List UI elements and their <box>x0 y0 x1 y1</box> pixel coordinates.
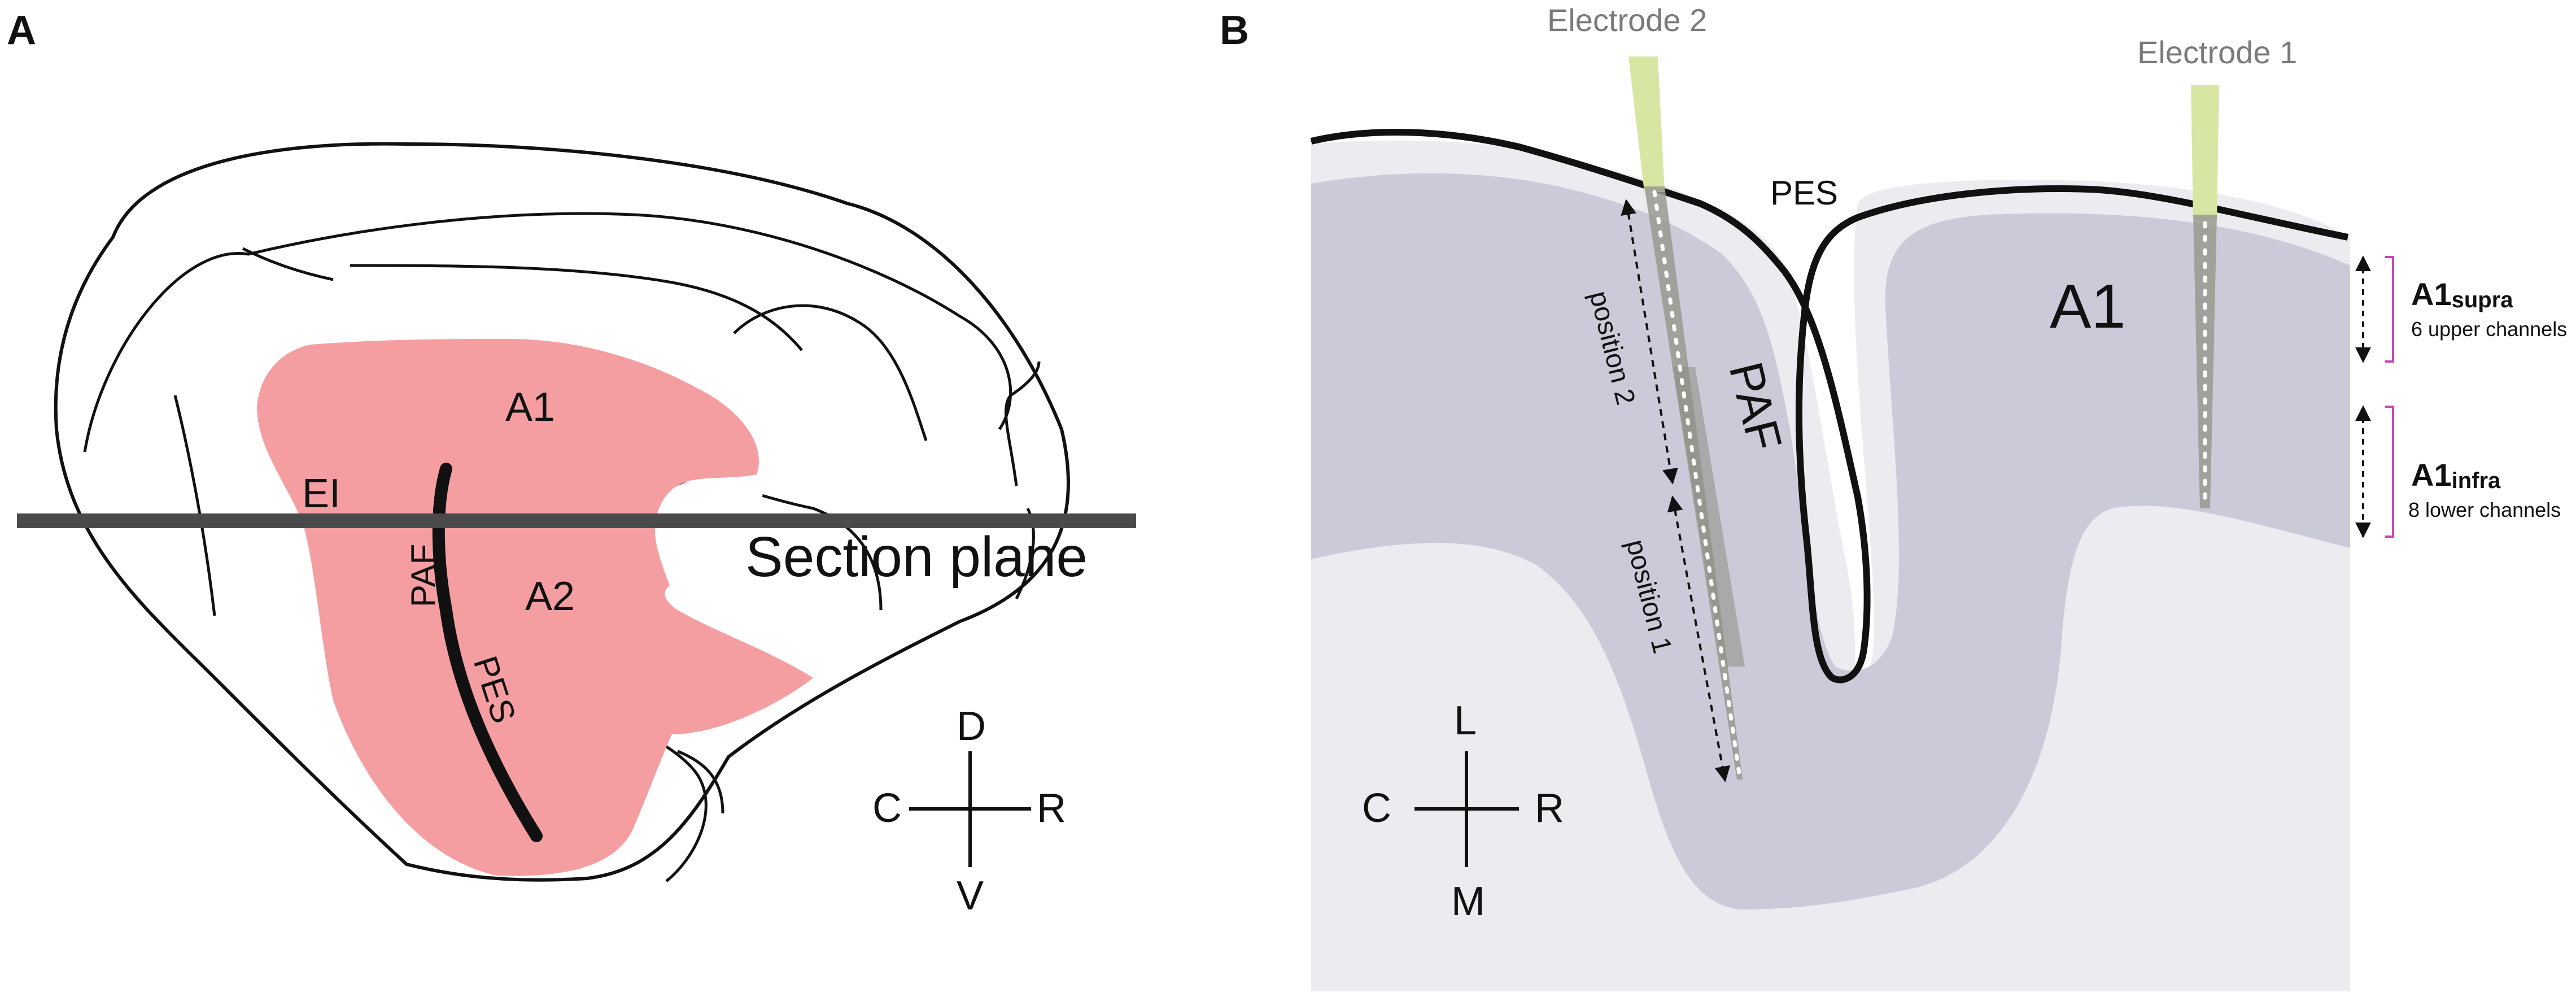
panel-a-letter: A <box>7 8 36 53</box>
sulcus-lower-left <box>173 395 216 616</box>
electrode-1: Electrode 1 <box>2137 34 2297 508</box>
label-a1-infra: A1infra <box>2411 457 2501 493</box>
electrode-2-tip-holder <box>1628 56 1665 192</box>
auditory-cortex-region <box>257 339 813 876</box>
label-paf-panel-a: PAF <box>404 544 442 607</box>
sulcus-upper-long <box>83 212 1012 452</box>
electrode-1-tip-holder <box>2191 85 2219 220</box>
label-supra-channels: 6 upper channels <box>2411 317 2567 341</box>
compass-a-left-label: C <box>872 786 902 831</box>
region-notch <box>655 477 763 610</box>
label-pes-panel-b: PES <box>1770 174 1838 212</box>
brain-outline <box>54 142 1070 882</box>
sulcus-bottom-hook <box>677 750 724 814</box>
label-a1-panel-a: A1 <box>505 385 555 430</box>
position-2-arrow <box>1621 199 1678 485</box>
label-a1-panel-b: A1 <box>2050 272 2126 341</box>
a1-infra-sub: infra <box>2452 468 2501 493</box>
compass-b-top-label: L <box>1454 698 1477 743</box>
a1-infra-main: A1 <box>2411 457 2452 493</box>
label-infra-channels: 8 lower channels <box>2408 498 2561 521</box>
sulcus-middle <box>242 247 803 351</box>
compass-a-right-label: R <box>1037 786 1066 831</box>
infra-bracket <box>2385 406 2394 538</box>
a1-supra-sub: supra <box>2452 288 2514 312</box>
label-a1-supra: A1supra <box>2411 276 2513 312</box>
label-section-plane: Section plane <box>745 525 1088 589</box>
sulci <box>83 212 1041 882</box>
supra-bracket <box>2385 256 2394 363</box>
panel-b: B Electrode 2 Electrode 1 position 2 pos… <box>1220 2 2567 991</box>
compass-b-bottom-label: M <box>1451 879 1485 924</box>
label-a2: A2 <box>525 574 575 619</box>
a1-supra-main: A1 <box>2411 276 2452 312</box>
compass-panel-a: D V C R <box>872 704 1066 918</box>
sulcus-mid-arc <box>733 304 928 441</box>
panel-b-letter: B <box>1220 8 1249 53</box>
compass-b-right-label: R <box>1535 786 1564 831</box>
sulcus-top-branch <box>1004 361 1041 486</box>
annotation-infra: A1infra 8 lower channels <box>2355 405 2561 538</box>
label-electrode-1: Electrode 1 <box>2137 34 2297 70</box>
panel-a: A EI A1 A2 PAF PES Section plane <box>7 8 1136 918</box>
annotation-supra: A1supra 6 upper channels <box>2355 255 2567 363</box>
label-ei: EI <box>302 471 340 516</box>
compass-panel-b: L M C R <box>1362 698 1564 924</box>
label-electrode-2: Electrode 2 <box>1547 2 1707 38</box>
compass-a-top-label: D <box>957 704 986 749</box>
position-1-arrow <box>1667 495 1731 782</box>
compass-b-left-label: C <box>1362 786 1391 831</box>
compass-a-bottom-label: V <box>957 873 984 918</box>
gray-matter <box>1311 173 2350 910</box>
